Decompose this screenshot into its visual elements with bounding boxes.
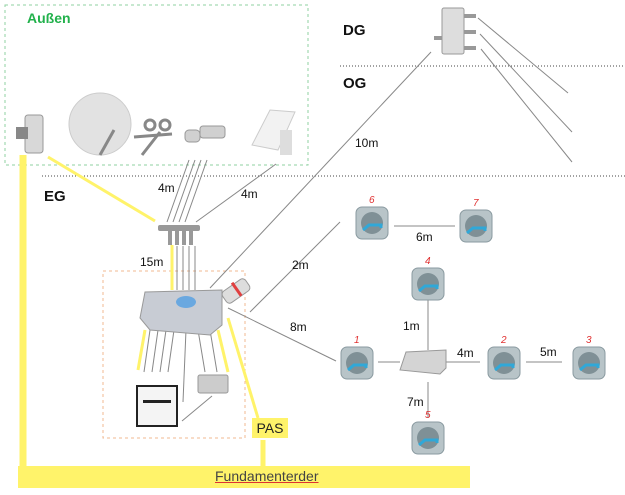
length-label: 5m [540,345,557,359]
satellite-dish-icon [68,92,132,156]
socket-number: 4 [425,256,431,267]
wall-socket-icon [411,421,445,455]
wall-socket-icon [487,346,521,380]
coax-cables [143,17,573,422]
length-label: 10m [355,136,379,150]
socket-number: 2 [501,335,507,346]
wall-socket-icon [340,346,374,380]
length-label: 7m [407,395,424,409]
terminator-icon [221,278,251,304]
wall-socket-icon [411,267,445,301]
length-label: 8m [290,320,307,334]
floor-label-og: OG [343,75,367,92]
length-label: 2m [292,258,309,272]
lnb-holder-icon [133,118,173,156]
floor-label-dg: DG [343,22,366,39]
length-label: 6m [416,230,433,244]
multiswitch-icon [139,289,223,336]
outdoor-zone [4,4,309,166]
flat-antenna-icon [251,109,296,155]
length-label: 4m [457,346,474,360]
length-label: 4m [241,187,258,201]
socket-number: 6 [369,195,375,206]
wall-socket-icon [459,209,493,243]
dg-splitter-icon [434,7,476,55]
socket-number: 3 [586,335,592,346]
earth-electrode-label: Fundamenterder [215,468,319,484]
distribution-zone [102,270,246,439]
outdoor-label: Außen [27,10,71,26]
floor-label-eg: EG [44,188,66,205]
socket-number: 7 [473,198,479,209]
pas-label: PAS [252,418,288,438]
wall-socket-icon [355,206,389,240]
length-label: 15m [140,255,164,269]
socket-number: 1 [354,335,360,346]
socket-number: 5 [425,410,431,421]
lnb-icon [184,125,226,143]
eg-splitter-icon [399,349,447,375]
two-way-splitter-icon [197,374,229,394]
length-label: 1m [403,319,420,333]
wall-socket-icon [572,346,606,380]
grounding-block-icon [158,225,200,245]
mast-clamp-icon [16,114,44,154]
unicable-switch-icon [136,385,178,427]
grounding-wires [18,155,470,488]
length-label: 4m [158,181,175,195]
